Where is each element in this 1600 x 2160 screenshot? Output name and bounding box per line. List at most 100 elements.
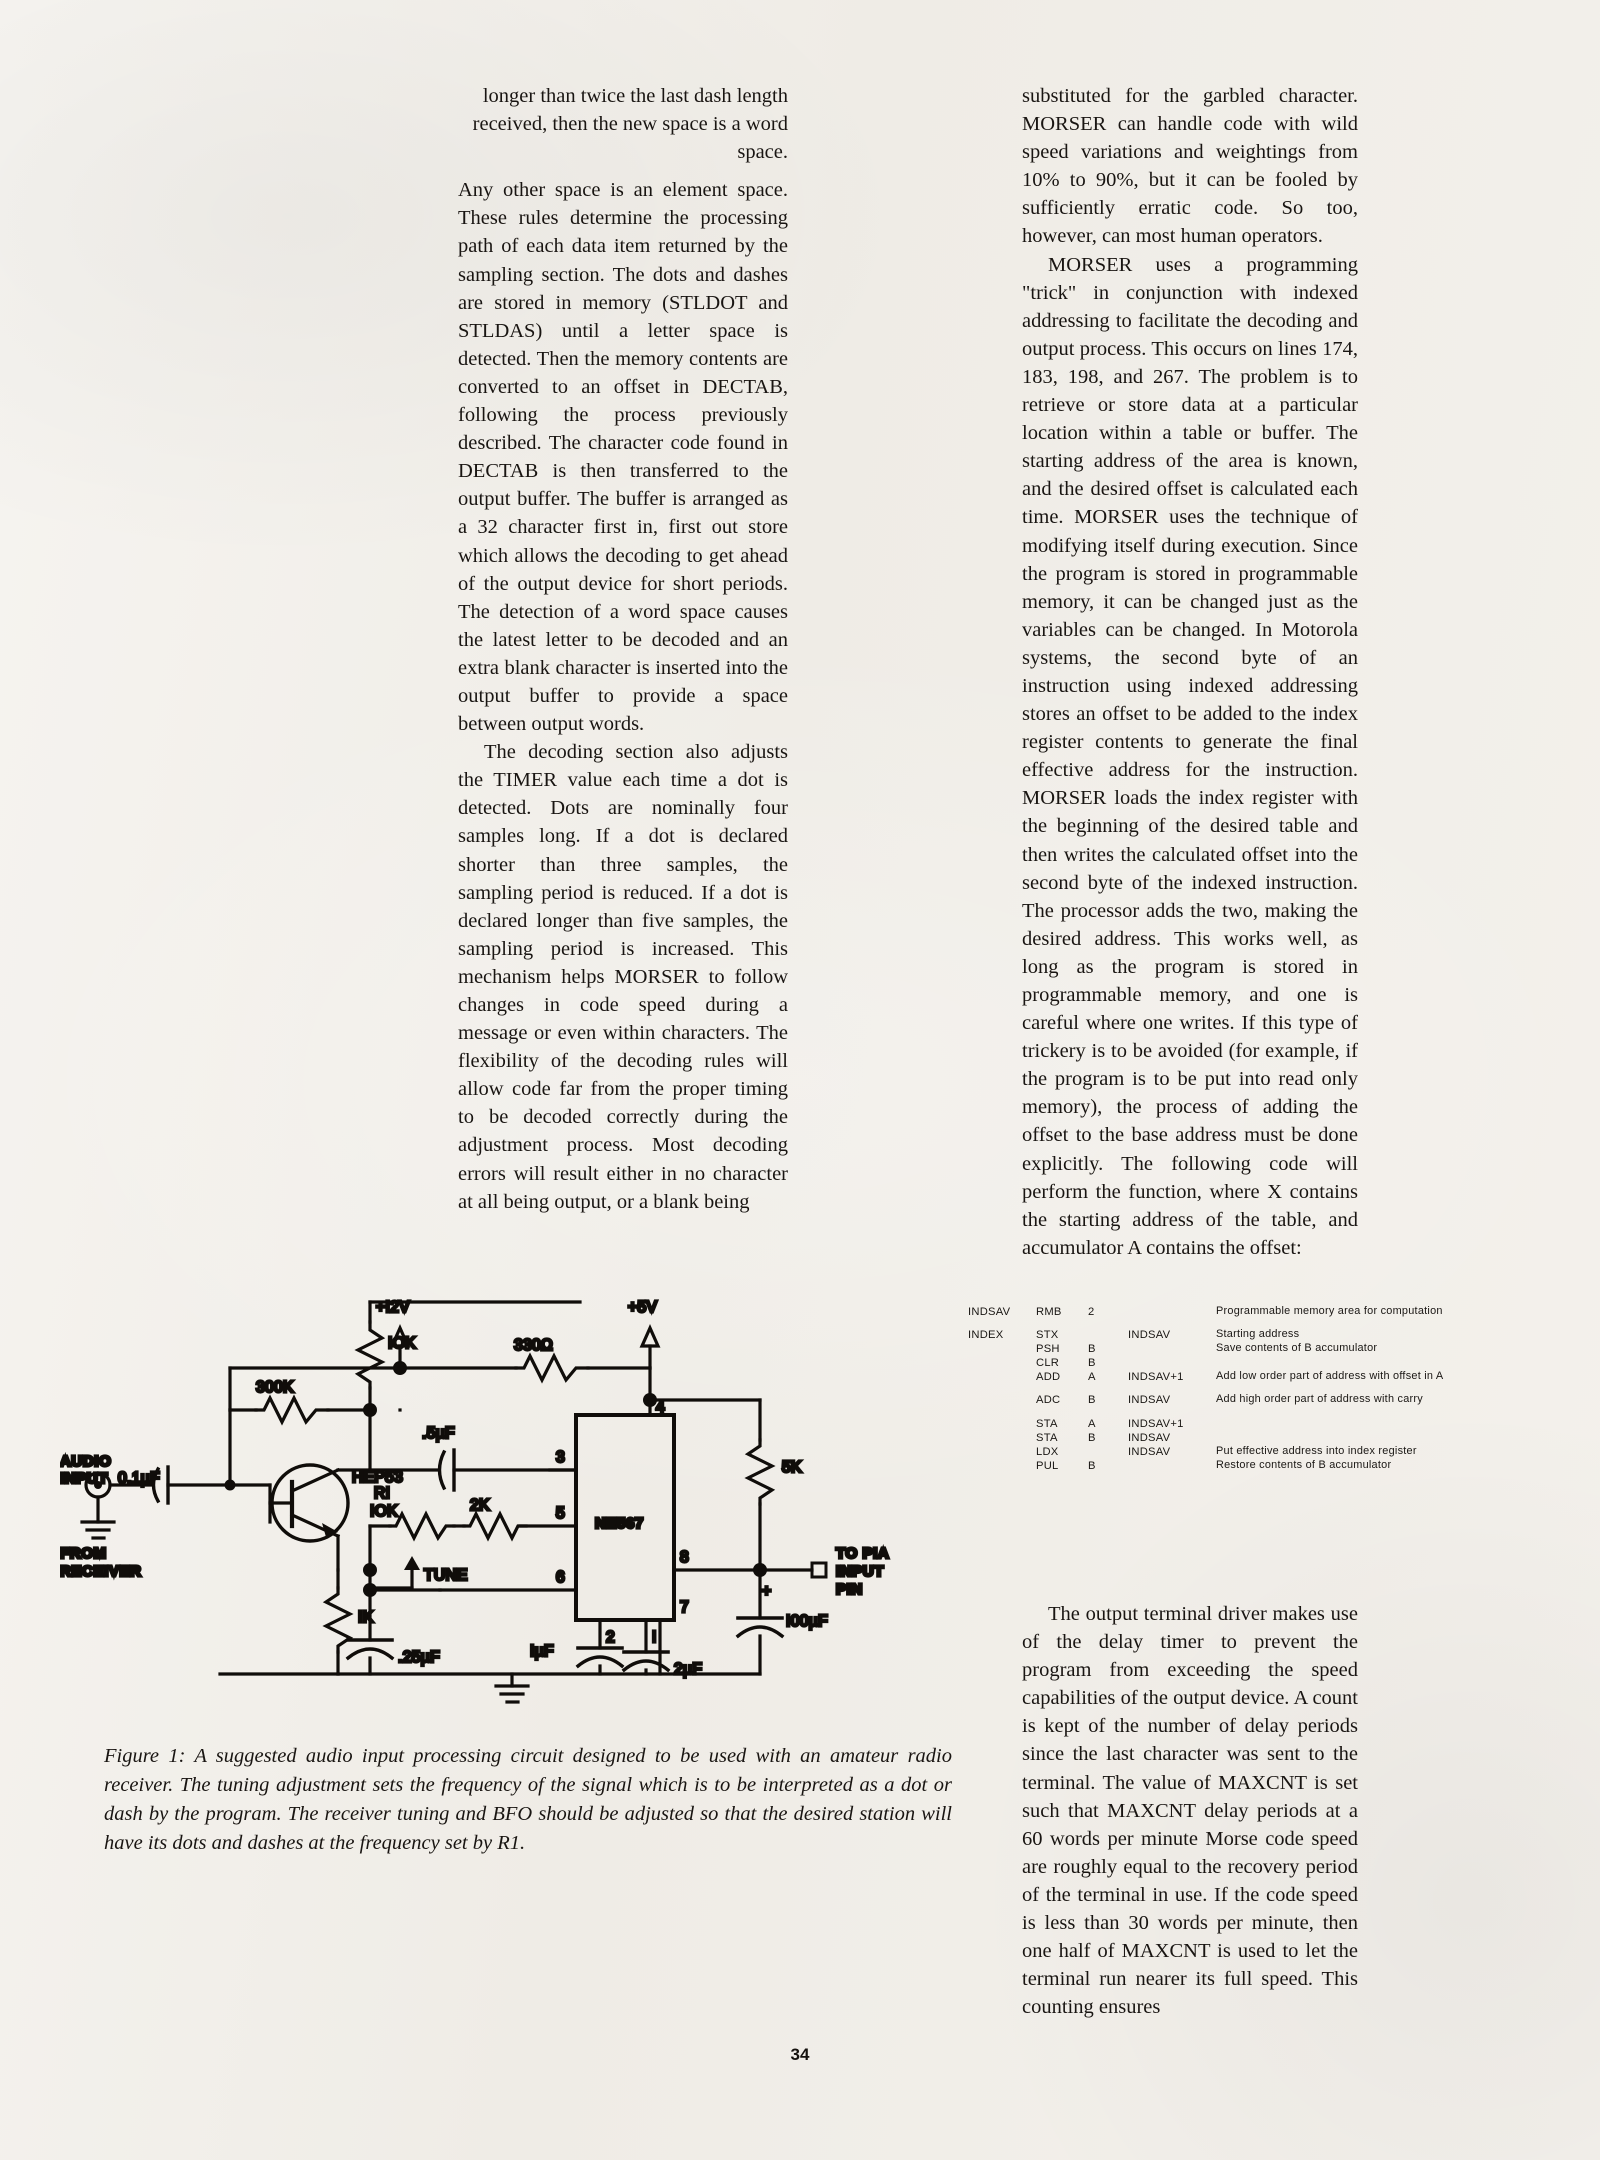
code-opcode: PSH <box>1036 1343 1060 1356</box>
code-accumulator: A <box>1088 1371 1096 1384</box>
code-accumulator: B <box>1088 1459 1096 1472</box>
pin-number-5: 5 <box>556 1505 565 1522</box>
code-listing-row: INDEX STX INDSAV Starting address <box>968 1328 1478 1342</box>
code-listing-row: INDSAV RMB 2 Programmable memory area for c… <box>968 1305 1478 1319</box>
code-listing-spacer <box>968 1408 1478 1417</box>
code-listing-row: PSH B Save contents of B accumulator <box>968 1342 1478 1356</box>
label-to-pia-line3: PIN <box>836 1581 863 1598</box>
label-r-2k: 2K <box>470 1497 490 1514</box>
paragraph-continuation: longer than twice the last dash length r… <box>472 85 788 164</box>
code-comment: Restore contents of B accumulator <box>1216 1458 1392 1471</box>
code-label: INDEX <box>968 1329 1004 1342</box>
code-comment: Programmable memory area for computation <box>1216 1305 1443 1317</box>
code-listing-spacer <box>968 1384 1478 1393</box>
code-opcode: ADD <box>1036 1371 1061 1384</box>
pin-number-2: 2 <box>606 1629 615 1646</box>
label-cap-point5: .5µF <box>422 1425 455 1442</box>
label-from-receiver-line1: FROM <box>60 1545 107 1562</box>
code-comment: Starting address <box>1216 1328 1300 1341</box>
ne567-ic <box>574 1413 676 1622</box>
code-accumulator: B <box>1088 1343 1096 1356</box>
code-accumulator: B <box>1088 1357 1096 1370</box>
label-audio-input-line2: INPUT <box>60 1470 108 1487</box>
paragraph: The decoding section also adjusts the TI… <box>458 741 788 1213</box>
pin-number-1: I <box>652 1629 657 1646</box>
pin-number-4: 4 <box>656 1399 665 1416</box>
code-operand <box>1128 1459 1216 1473</box>
code-operand: INDSAV <box>1128 1445 1171 1458</box>
code-accumulator <box>1088 1445 1128 1459</box>
code-listing-table: INDSAV RMB 2 Programmable memory area for c… <box>968 1305 1478 1473</box>
right-text-column-lower: The output terminal driver makes use of … <box>1022 1600 1358 2021</box>
code-opcode: PUL <box>1036 1459 1059 1472</box>
code-operand: INDSAV <box>1128 1431 1171 1444</box>
audio-input-jack-dot <box>94 1481 102 1489</box>
code-operand <box>1128 1356 1216 1370</box>
code-opcode: RMB <box>1036 1306 1062 1318</box>
paragraph: MORSER uses a programming "trick" in con… <box>1022 253 1358 1259</box>
label-r-5k: 5K <box>782 1459 802 1476</box>
code-comment: Put effective address into index registe… <box>1216 1444 1417 1457</box>
code-comment <box>1216 1431 1478 1445</box>
label-cap-100uf: I00µF <box>786 1613 828 1630</box>
code-operand: INDSAV <box>1128 1329 1171 1342</box>
code-comment <box>1216 1356 1478 1370</box>
code-comment <box>1216 1417 1478 1431</box>
code-comment: Save contents of B accumulator <box>1216 1342 1378 1355</box>
code-opcode: STX <box>1036 1329 1059 1342</box>
right-text-column: substituted for the garbled character. M… <box>1022 82 1358 1262</box>
code-listing-row: LDX INDSAV Put effective address into inde… <box>968 1445 1478 1459</box>
pin-number-3: 3 <box>556 1449 565 1466</box>
code-listing-row: ADD A INDSAV+1 Add low order part of addres… <box>968 1370 1478 1384</box>
label-audio-input-line1: AUDIO <box>60 1453 111 1470</box>
label-supply-5v: +5V <box>628 1299 657 1316</box>
code-opcode: STA <box>1036 1431 1058 1444</box>
label-transistor: HEP53 <box>352 1469 403 1486</box>
label-to-pia-line1: TO PIA <box>836 1545 889 1562</box>
label-plus-sign: + <box>762 1583 771 1600</box>
code-listing-spacer <box>968 1319 1478 1328</box>
paragraph: Any other space is an element space. The… <box>458 179 788 736</box>
code-operand <box>1128 1342 1216 1356</box>
code-operand: INDSAV <box>1128 1394 1171 1407</box>
code-accumulator <box>1088 1328 1128 1342</box>
code-operand: INDSAV+1 <box>1128 1371 1184 1384</box>
label-ic-ne567: NE567 <box>595 1515 644 1532</box>
code-operand: INDSAV+1 <box>1128 1417 1184 1430</box>
label-r1-value: IOK <box>370 1503 398 1520</box>
pin-number-7: 7 <box>680 1599 689 1616</box>
label-r-330: 330Ω <box>514 1337 553 1354</box>
code-accumulator: B <box>1088 1394 1096 1407</box>
code-listing-row: STA B INDSAV <box>968 1431 1478 1445</box>
label-tune: TUNE <box>424 1567 468 1584</box>
code-accumulator: B <box>1088 1431 1096 1444</box>
label-r-1k: IK <box>358 1609 374 1626</box>
paragraph: substituted for the garbled character. M… <box>1022 85 1358 248</box>
label-cap-25: .25µF <box>398 1649 440 1666</box>
label-to-pia-line2: INPUT <box>836 1563 884 1580</box>
label-supply-12v: +I2V <box>376 1299 410 1316</box>
code-accumulator: A <box>1088 1417 1096 1430</box>
code-opcode: ADC <box>1036 1394 1061 1407</box>
label-from-receiver-line2: RECEIVER <box>60 1563 142 1580</box>
figure-1-schematic: AUDIO INPUT FROM RECEIVER 0.1µF 300K IOK… <box>60 1270 980 1710</box>
code-listing-row: PUL B Restore contents of B accumulator <box>968 1459 1478 1473</box>
label-r-10k-top: IOK <box>388 1335 416 1352</box>
label-cap-1uf: IµF <box>530 1643 554 1660</box>
pin-number-6: 6 <box>556 1569 565 1586</box>
code-opcode: LDX <box>1036 1445 1059 1458</box>
label-r-300k: 300K <box>256 1379 294 1396</box>
assembly-code-listing: INDSAV RMB 2 Programmable memory area for c… <box>968 1305 1478 1473</box>
figure-caption: Figure 1: A suggested audio input proces… <box>104 1745 952 1854</box>
code-label: INDSAV <box>968 1306 1011 1318</box>
paragraph: The output terminal driver makes use of … <box>1022 1603 1358 2019</box>
page-number: 34 <box>790 2045 810 2064</box>
code-listing-row: ADC B INDSAV Add high order part of address… <box>968 1393 1478 1407</box>
pin-number-8: 8 <box>680 1549 689 1566</box>
code-comment: Add low order part of address with offse… <box>1216 1370 1444 1383</box>
code-comment: Add high order part of address with carr… <box>1216 1393 1423 1406</box>
code-accumulator: 2 <box>1088 1306 1095 1318</box>
